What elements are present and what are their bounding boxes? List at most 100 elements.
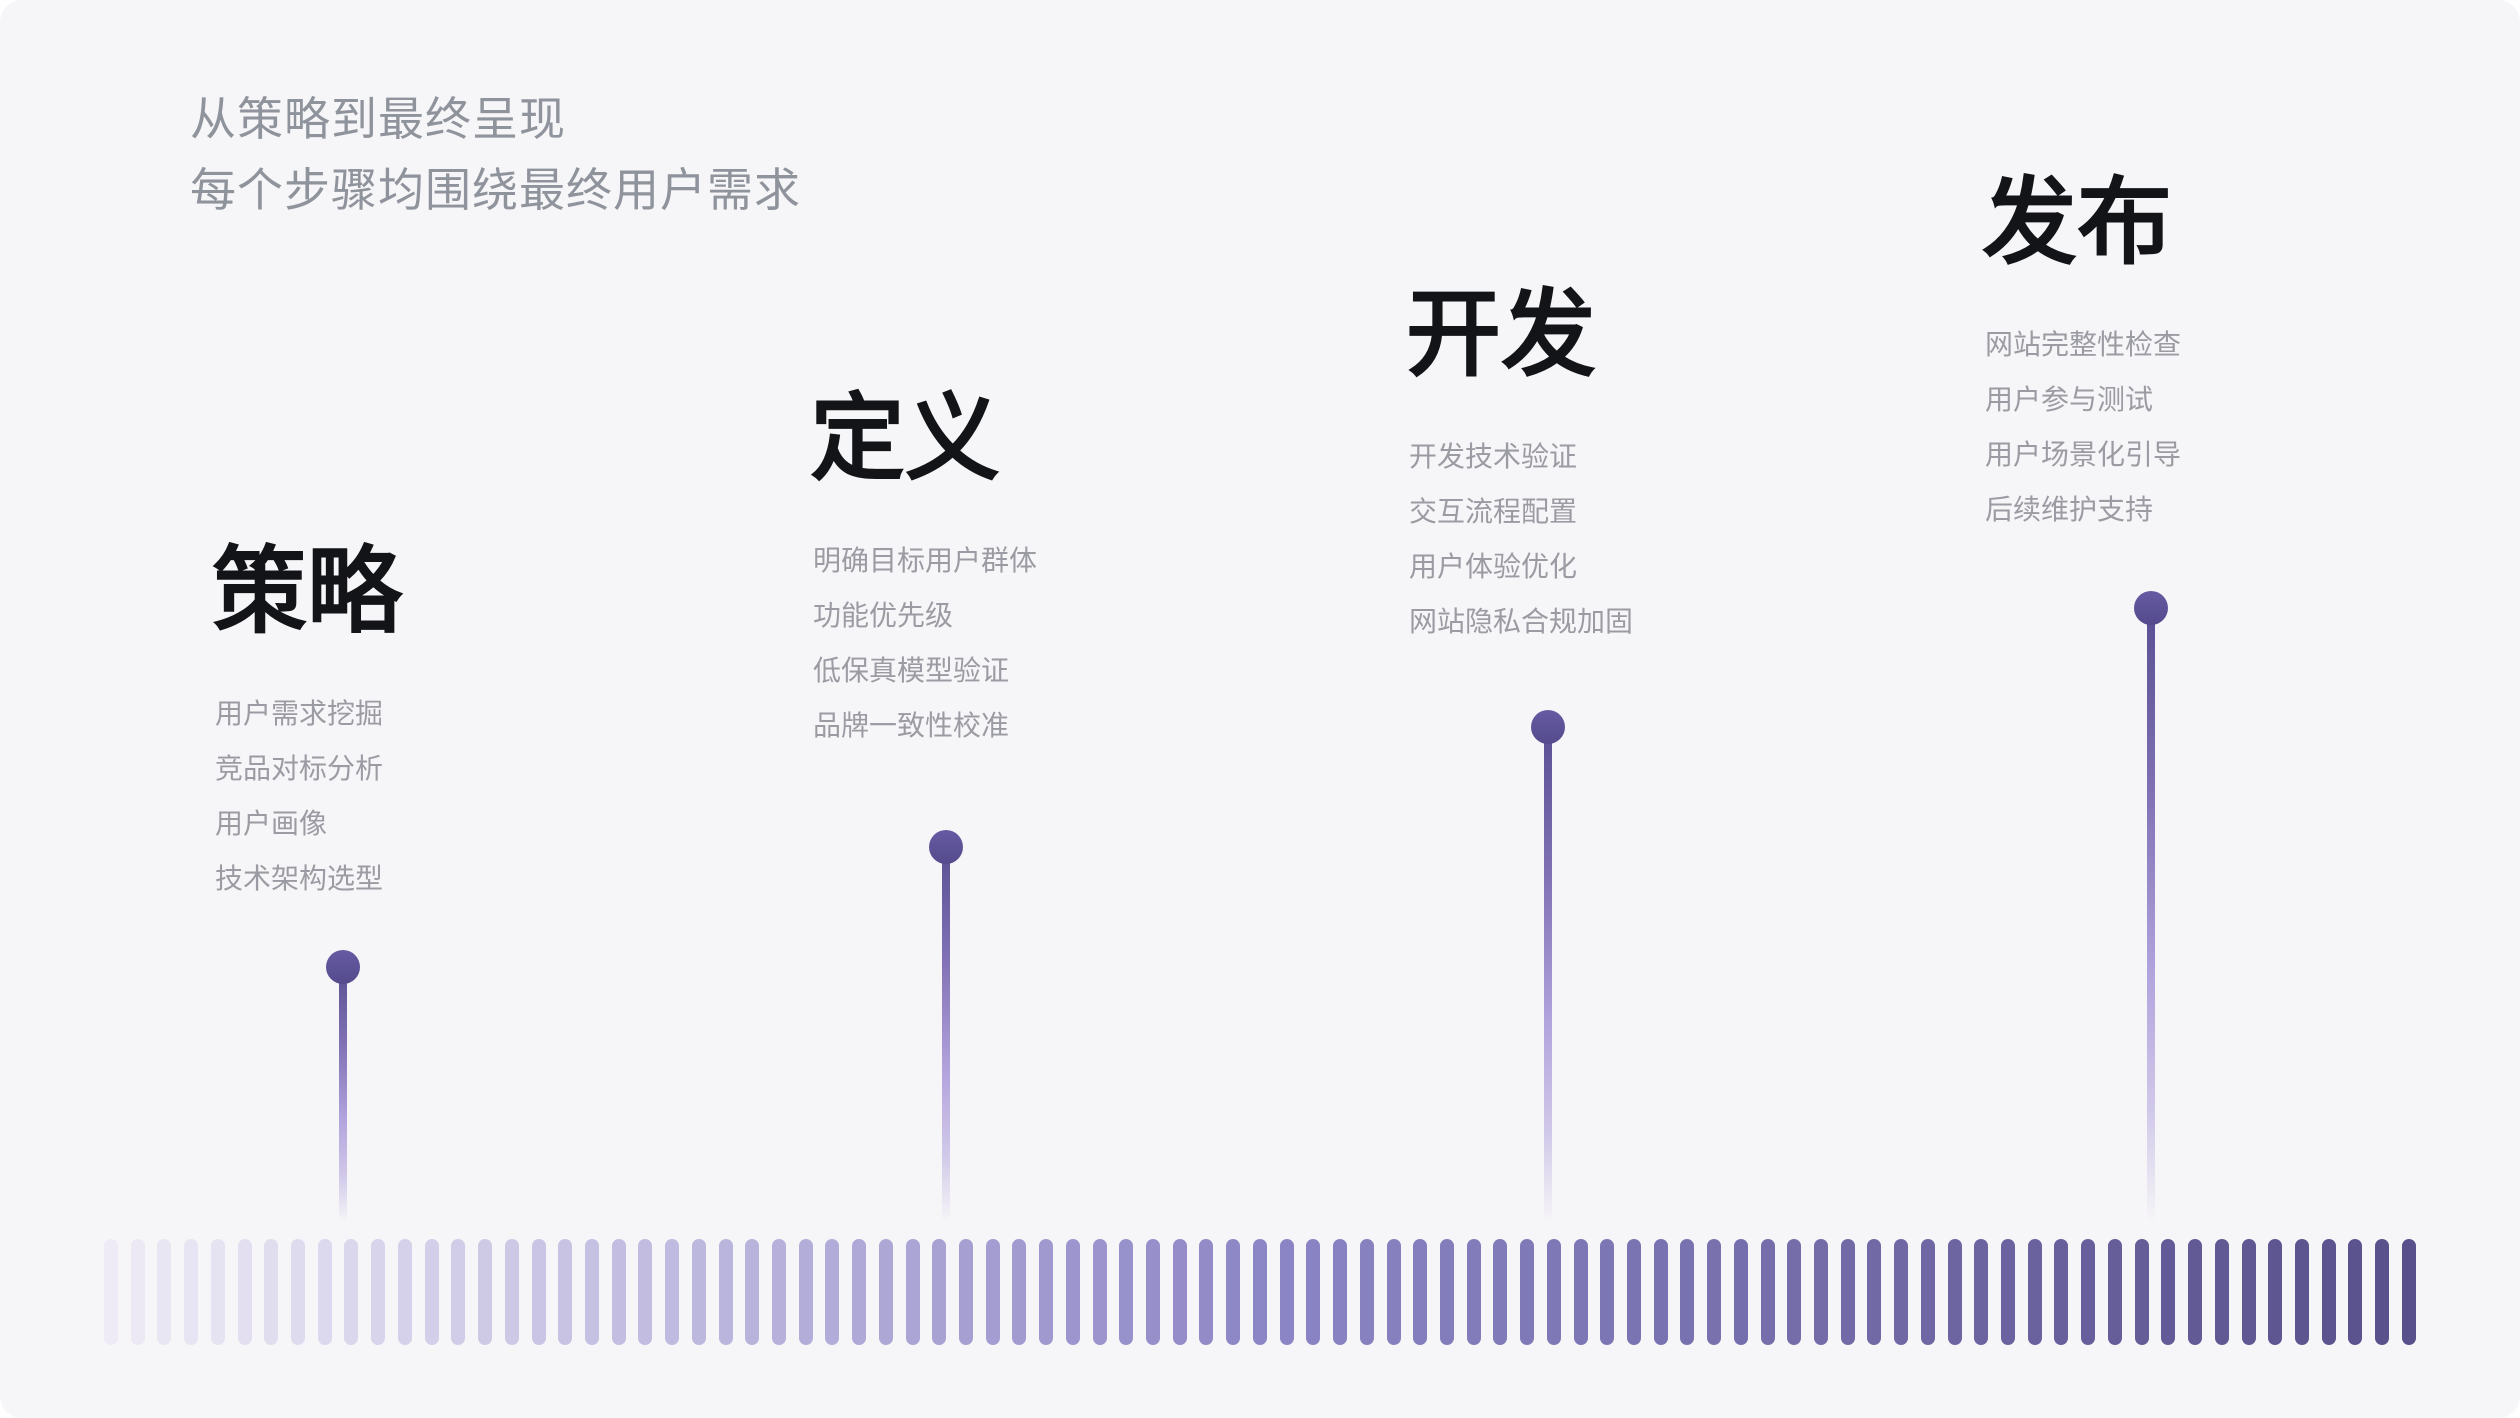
timeline-bar: [1894, 1239, 1909, 1345]
timeline-bar: [1680, 1239, 1695, 1345]
stage-item: 用户参与测试: [1985, 384, 2154, 415]
timeline-bar: [1600, 1239, 1615, 1345]
timeline-bar: [1814, 1239, 1828, 1345]
timeline-bar: [157, 1239, 172, 1345]
stage-strategy: 策略 用户需求挖掘 竞品对标分析 用户画像 技术架构选型: [212, 545, 402, 920]
stage-item-list: 开发技术验证 交互流程配置 用户体验优化 网站隐私合规加固: [1409, 443, 1633, 636]
timeline-bar: [210, 1239, 225, 1345]
timeline-bar: [932, 1239, 947, 1345]
timeline-bar: [1172, 1239, 1187, 1345]
stage-item: 用户需求挖掘: [215, 698, 384, 729]
timeline-bar: [825, 1239, 840, 1345]
timeline-bar: [1092, 1239, 1107, 1345]
timeline-bar: [2268, 1239, 2283, 1345]
stage-dot: [929, 830, 963, 864]
timeline-bar: [1039, 1239, 1054, 1345]
timeline-bar: [1573, 1239, 1588, 1345]
timeline-bar: [1653, 1239, 1668, 1345]
timeline-bar: [718, 1239, 733, 1345]
timeline-bar: [130, 1239, 145, 1345]
stage-item: 用户体验优化: [1409, 551, 1578, 582]
timeline-bar: [371, 1239, 386, 1345]
stage-item: 交互流程配置: [1409, 496, 1578, 527]
stage-item: 功能优先级: [813, 600, 954, 631]
timeline-bar: [878, 1239, 893, 1345]
timeline-bars: [104, 1239, 2416, 1345]
timeline-bar: [638, 1239, 653, 1345]
timeline-bar: [798, 1239, 813, 1345]
timeline-bar: [1867, 1239, 1882, 1345]
timeline-bar: [771, 1239, 786, 1345]
timeline-bar: [1947, 1239, 1962, 1345]
timeline-bar: [558, 1239, 573, 1345]
timeline-bar: [397, 1239, 412, 1345]
timeline-bar: [184, 1239, 199, 1345]
timeline-bar: [1439, 1239, 1454, 1345]
timeline-bar: [2401, 1239, 2416, 1345]
stage-item: 网站完整性检查: [1985, 329, 2182, 360]
timeline-bar: [1065, 1239, 1080, 1345]
timeline-bar: [2107, 1239, 2122, 1345]
stage-item: 开发技术验证: [1409, 441, 1578, 472]
stage-item: 明确目标用户群体: [813, 545, 1038, 576]
timeline-bar: [1466, 1239, 1481, 1345]
timeline-bar: [584, 1239, 599, 1345]
timeline-bar: [2214, 1239, 2229, 1345]
timeline-bar: [905, 1239, 920, 1345]
timeline-bar: [424, 1239, 439, 1345]
timeline-bar: [1760, 1239, 1775, 1345]
stage-dot: [326, 950, 360, 984]
timeline-bar: [1012, 1239, 1027, 1345]
stage-title: 开发: [1406, 282, 1597, 388]
timeline-bar: [1520, 1239, 1535, 1345]
stage-item-list: 用户需求挖掘 竞品对标分析 用户画像 技术架构选型: [215, 700, 402, 893]
stage-item: 低保真模型验证: [813, 655, 1010, 686]
timeline-bar: [2188, 1239, 2203, 1345]
timeline-bar: [1626, 1239, 1641, 1345]
timeline-bar: [2375, 1239, 2390, 1345]
timeline-bar: [2161, 1239, 2176, 1345]
stage-item: 网站隐私合规加固: [1409, 606, 1634, 637]
timeline-bar: [531, 1239, 546, 1345]
timeline-bar: [611, 1239, 626, 1345]
subtitle-line-2: 每个步骤均围绕最终用户需求: [190, 164, 801, 216]
timeline-bar: [291, 1239, 306, 1345]
timeline-bar: [1920, 1239, 1935, 1345]
stage-item-list: 明确目标用户群体 功能优先级 低保真模型验证 品牌一致性校准: [813, 547, 1037, 740]
timeline-bar: [451, 1239, 466, 1345]
timeline-bar: [504, 1239, 519, 1345]
timeline-bar: [1146, 1239, 1161, 1345]
stage-stem: [1544, 727, 1552, 1222]
stage-item-list: 网站完整性检查 用户参与测试 用户场景化引导 后续维护支持: [1985, 331, 2181, 524]
timeline-bar: [344, 1239, 359, 1345]
timeline-bar: [1199, 1239, 1214, 1345]
timeline-bar: [2054, 1239, 2069, 1345]
stage-stem: [2147, 608, 2155, 1222]
stage-title: 定义: [810, 386, 1001, 492]
timeline-bar: [2081, 1239, 2096, 1345]
stage-item: 竞品对标分析: [215, 753, 384, 784]
timeline-bar: [1306, 1239, 1321, 1345]
timeline-bar: [264, 1239, 279, 1345]
stage-item: 技术架构选型: [215, 863, 384, 894]
timeline-bar: [1226, 1239, 1241, 1345]
timeline-bar: [2001, 1239, 2016, 1345]
timeline-bar: [1333, 1239, 1348, 1345]
timeline-bar: [1733, 1239, 1748, 1345]
stage-stem: [942, 847, 950, 1222]
timeline-bar: [478, 1239, 493, 1345]
stage-item: 品牌一致性校准: [813, 710, 1010, 741]
stage-dot: [1531, 710, 1565, 744]
timeline-bar: [2134, 1239, 2149, 1345]
timeline-bar: [2294, 1239, 2309, 1345]
timeline-bar: [1386, 1239, 1401, 1345]
timeline-bar: [2241, 1239, 2256, 1345]
timeline-bar: [2027, 1239, 2042, 1345]
stage-title: 发布: [1982, 170, 2173, 276]
stage-item: 用户画像: [215, 808, 328, 839]
timeline-bar: [1413, 1239, 1428, 1345]
stage-define: 定义 明确目标用户群体 功能优先级 低保真模型验证 品牌一致性校准: [810, 392, 1037, 767]
timeline-bar: [745, 1239, 760, 1345]
page-subtitle: 从策略到最终呈现 每个步骤均围绕最终用户需求: [190, 84, 801, 226]
